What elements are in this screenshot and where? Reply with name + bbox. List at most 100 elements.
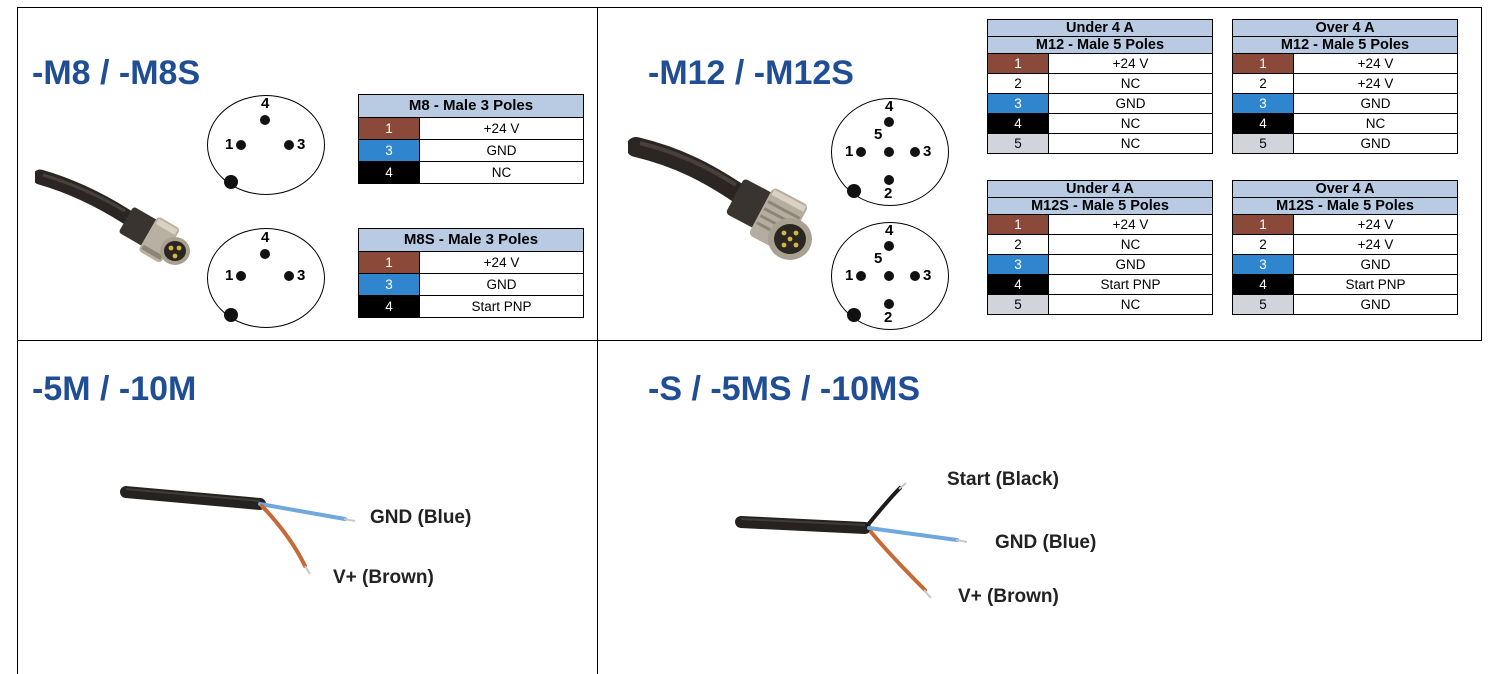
pin-signal: NC — [1048, 73, 1213, 94]
grid-row-divider — [17, 340, 1482, 341]
pin-signal: NC — [1048, 113, 1213, 134]
pin-signal: GND — [419, 273, 584, 296]
pin-number-black: 4 — [358, 161, 420, 184]
pin-number-white: 2 — [1232, 234, 1294, 255]
pin-number-black: 4 — [1232, 113, 1294, 134]
pin-number-brown: 1 — [1232, 53, 1294, 74]
pin-number-white: 2 — [987, 73, 1049, 94]
pin-number-gray: 5 — [987, 294, 1049, 315]
table-row: 1 +24 V — [358, 251, 584, 274]
m12-pin-dot-top — [884, 117, 894, 127]
m8-pin-dot-left — [236, 140, 246, 150]
pin-signal: GND — [1293, 93, 1458, 114]
m8s-pin-dot-left — [236, 271, 246, 281]
m12s-over-4a-table: Over 4 A M12S - Male 5 Poles 1+24 V 2+24… — [1232, 180, 1458, 315]
m12-key-notch — [847, 184, 861, 198]
m8-pin-dot-top — [260, 115, 270, 125]
m8s-pin-label-right: 3 — [297, 267, 306, 284]
m8s-key-notch — [224, 308, 238, 322]
table-header: M12S - Male 5 Poles — [1232, 197, 1458, 215]
wire-label-gnd: GND (Blue) — [370, 507, 472, 528]
wire-label-gnd: GND (Blue) — [995, 532, 1097, 553]
pin-number-blue: 3 — [1232, 254, 1294, 275]
pin-signal: +24 V — [1048, 214, 1213, 235]
m8s-table-header: M8S - Male 3 Poles — [358, 228, 584, 252]
three-wire-cable-image — [735, 482, 968, 599]
m12-pin-label-right: 3 — [923, 143, 932, 160]
wire-label-start: Start (Black) — [947, 469, 1059, 490]
pin-signal: GND — [1048, 254, 1213, 275]
pin-signal: +24 V — [1293, 214, 1458, 235]
group-header: Under 4 A — [987, 180, 1213, 198]
pin-number-black: 4 — [987, 274, 1049, 295]
grid-top-border — [17, 7, 1482, 8]
table-header: M12 - Male 5 Poles — [987, 36, 1213, 54]
pin-signal: GND — [1048, 93, 1213, 114]
pin-signal: +24 V — [1293, 73, 1458, 94]
table-row: 2+24 V — [1232, 73, 1458, 94]
m12-connector-image — [628, 137, 812, 260]
group-header: Over 4 A — [1232, 19, 1458, 37]
table-row: 2+24 V — [1232, 234, 1458, 255]
wire-label-vplus: V+ (Brown) — [333, 567, 434, 588]
pin-number-black: 4 — [1232, 274, 1294, 295]
table-row: 1 +24 V — [358, 117, 584, 140]
m8s-pin-dot-right — [284, 271, 294, 281]
m12s-pin-label-left: 1 — [845, 267, 854, 284]
m8s-pin-dot-top — [260, 249, 270, 259]
pin-signal: Start PNP — [419, 295, 584, 318]
pin-signal: GND — [1293, 133, 1458, 154]
m8-pin-dot-right — [284, 140, 294, 150]
pin-signal: NC — [1293, 113, 1458, 134]
pin-signal: NC — [1048, 234, 1213, 255]
m8-pin-label-left: 1 — [225, 136, 234, 153]
pin-signal: NC — [1048, 294, 1213, 315]
m12-pin-label-left: 1 — [845, 143, 854, 160]
m12s-pin-dot-top — [884, 241, 894, 251]
table-row: 1+24 V — [987, 53, 1213, 74]
pin-number-gray: 5 — [987, 133, 1049, 154]
m8s-pin-label-left: 1 — [225, 267, 234, 284]
table-row: 3 GND — [358, 139, 584, 162]
table-row: 1+24 V — [1232, 214, 1458, 235]
m8-pin-label-right: 3 — [297, 136, 306, 153]
pin-number-blue: 3 — [358, 139, 420, 162]
m8s-pin-table: M8S - Male 3 Poles 1 +24 V 3 GND 4 Start… — [358, 228, 584, 318]
m12-pin-label-center: 5 — [874, 126, 883, 143]
m12s-pin-label-top: 4 — [885, 222, 894, 239]
pin-signal: GND — [1293, 254, 1458, 275]
pin-number-brown: 1 — [987, 53, 1049, 74]
pin-signal: +24 V — [1048, 53, 1213, 74]
m8-pin-label-top: 4 — [261, 95, 270, 112]
pin-number-blue: 3 — [987, 254, 1049, 275]
m8-connector-image — [35, 169, 190, 265]
group-header: Over 4 A — [1232, 180, 1458, 198]
m12-pin-dot-center — [884, 147, 894, 157]
pin-number-white: 2 — [1232, 73, 1294, 94]
m12-pin-label-bottom: 2 — [884, 185, 893, 202]
section-title-m12: -M12 / -M12S — [648, 54, 854, 92]
m12s-pin-label-bottom: 2 — [884, 309, 893, 326]
pin-number-brown: 1 — [1232, 214, 1294, 235]
m12s-pin-dot-left — [856, 271, 866, 281]
pin-signal: NC — [419, 161, 584, 184]
pin-number-black: 4 — [987, 113, 1049, 134]
pin-number-black: 4 — [358, 295, 420, 318]
table-row: 1+24 V — [1232, 53, 1458, 74]
table-header: M12 - Male 5 Poles — [1232, 36, 1458, 54]
table-row: 4 NC — [358, 161, 584, 184]
pin-number-brown: 1 — [987, 214, 1049, 235]
pin-signal: Start PNP — [1293, 274, 1458, 295]
pin-number-blue: 3 — [358, 273, 420, 296]
m8s-pin-label-top: 4 — [261, 229, 270, 246]
pin-signal: Start PNP — [1048, 274, 1213, 295]
